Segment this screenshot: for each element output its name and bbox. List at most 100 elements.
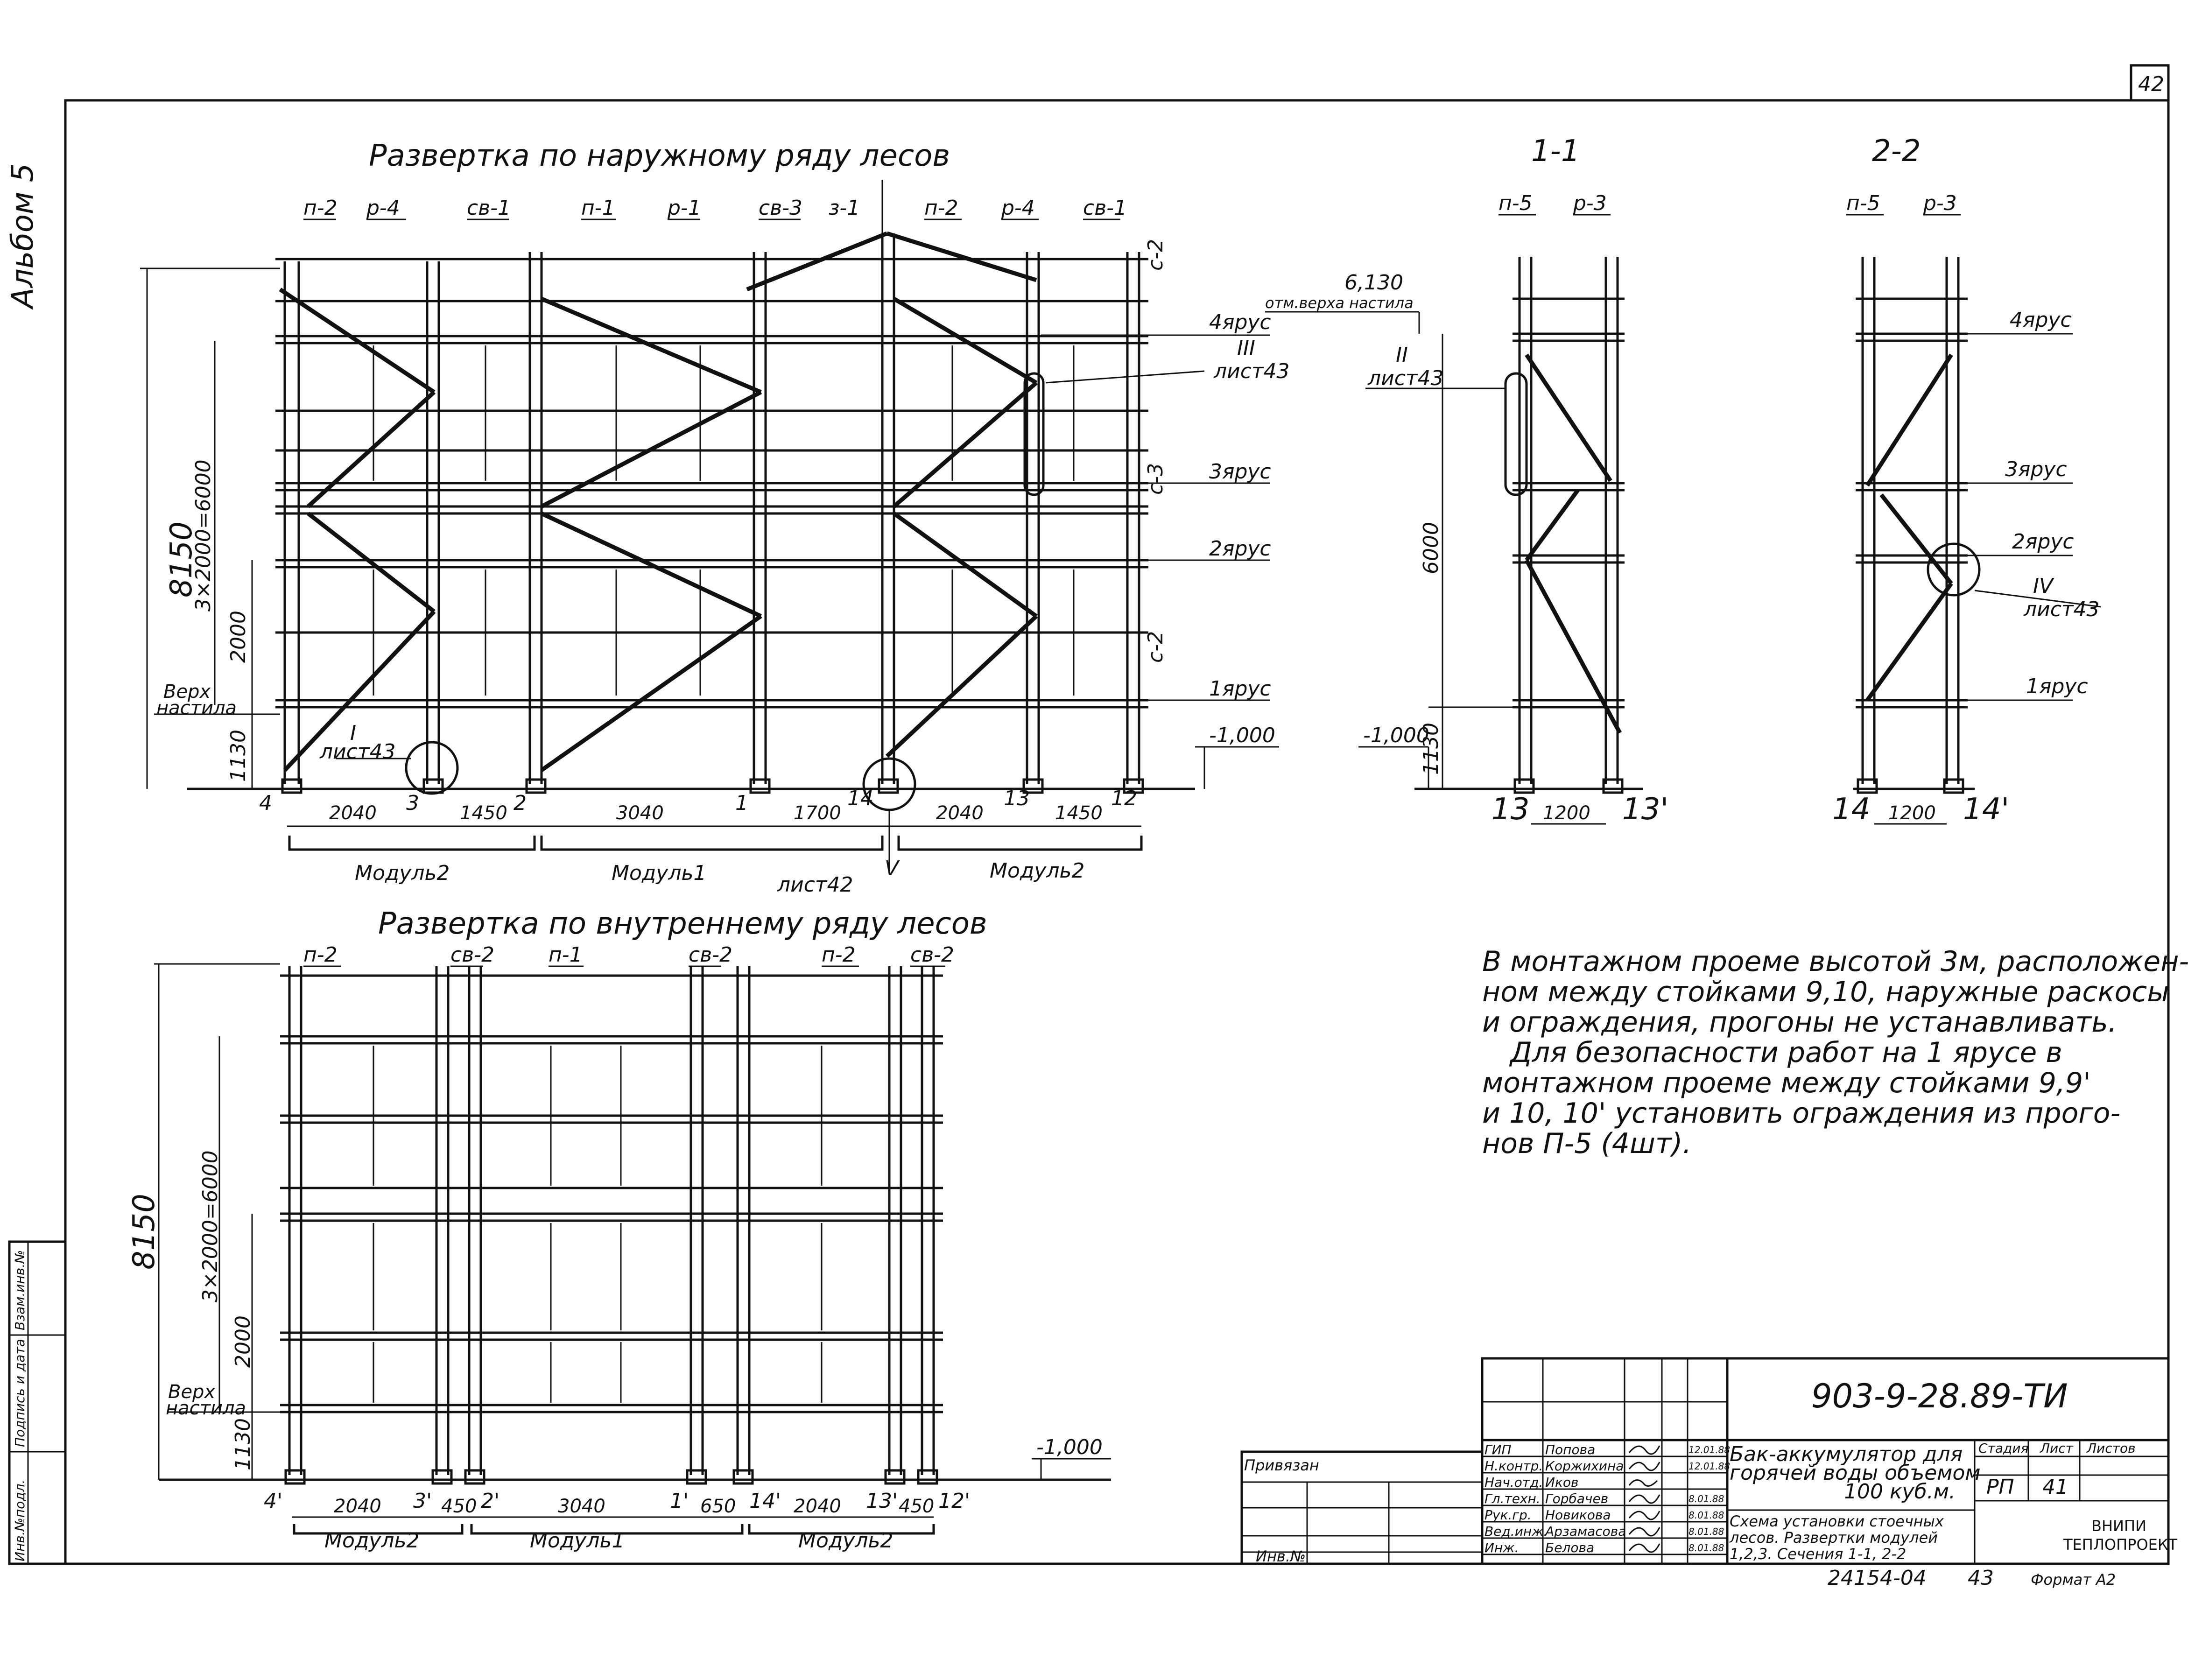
- svg-text:п-2: п-2: [924, 196, 958, 220]
- svg-text:РП: РП: [1986, 1475, 2014, 1499]
- svg-text:14: 14: [847, 787, 873, 810]
- svg-text:3ярус: 3ярус: [2005, 457, 2067, 481]
- svg-text:Инж.: Инж.: [1484, 1540, 1519, 1555]
- svg-text:ТЕПЛОПРОЕКТ: ТЕПЛОПРОЕКТ: [2063, 1536, 2178, 1553]
- sheet-number: 42: [2138, 72, 2164, 96]
- svg-text:1: 1: [735, 791, 748, 815]
- svg-text:Инв.№подл.: Инв.№подл.: [12, 1480, 28, 1561]
- svg-text:1130: 1130: [231, 1418, 255, 1470]
- svg-text:с-2: с-2: [1144, 239, 1168, 271]
- svg-text:450: 450: [899, 1496, 934, 1517]
- svg-text:Вед.инж.: Вед.инж.: [1484, 1524, 1548, 1539]
- svg-text:1450: 1450: [1055, 802, 1103, 824]
- svg-text:-1,000: -1,000: [1363, 724, 1429, 747]
- svg-text:лист43: лист43: [1213, 359, 1290, 383]
- svg-text:Новикова: Новикова: [1545, 1507, 1611, 1523]
- svg-text:8.01.88: 8.01.88: [1688, 1510, 1724, 1521]
- svg-text:Листов: Листов: [2086, 1441, 2136, 1456]
- svg-text:43: 43: [1968, 1566, 1994, 1590]
- svg-text:св-3: св-3: [759, 196, 802, 220]
- svg-text:903-9-28.89-ТИ: 903-9-28.89-ТИ: [1811, 1377, 2068, 1415]
- svg-text:I: I: [350, 721, 356, 745]
- svg-text:12.01.88: 12.01.88: [1688, 1461, 1730, 1472]
- svg-text:1-1: 1-1: [1531, 134, 1580, 169]
- svg-text:2000: 2000: [226, 611, 250, 663]
- svg-text:2040: 2040: [329, 802, 377, 824]
- svg-text:13': 13': [866, 1489, 898, 1513]
- svg-text:Верх: Верх: [168, 1381, 215, 1403]
- svg-text:п-1: п-1: [549, 943, 583, 967]
- svg-text:Н.контр.: Н.контр.: [1484, 1458, 1543, 1474]
- svg-text:2': 2': [481, 1489, 500, 1513]
- svg-text:3ярус: 3ярус: [1209, 460, 1271, 484]
- svg-text:Подпись и дата: Подпись и дата: [12, 1339, 28, 1447]
- svg-text:Модуль2: Модуль2: [355, 861, 450, 885]
- svg-text:Модуль1: Модуль1: [612, 861, 706, 885]
- svg-text:Рук.гр.: Рук.гр.: [1484, 1507, 1532, 1523]
- svg-text:1700: 1700: [794, 802, 841, 824]
- svg-text:п-2: п-2: [822, 943, 856, 967]
- svg-text:1130: 1130: [1419, 723, 1443, 775]
- svg-text:монтажном проеме между стойкам: монтажном проеме между стойками 9,9': [1482, 1067, 2091, 1099]
- title-block: Привязан Инв.№ 903-9-28.89-ТИ ГИП Н.конт…: [1240, 1357, 2178, 1565]
- svg-text:1ярус: 1ярус: [1209, 677, 1271, 701]
- svg-text:с-2: с-2: [1144, 631, 1168, 663]
- sheet-number-box: [2130, 64, 2170, 102]
- album-label: Альбом 5: [6, 163, 40, 310]
- svg-text:ГИП: ГИП: [1484, 1442, 1512, 1457]
- svg-text:24154-04: 24154-04: [1828, 1566, 1927, 1590]
- svg-text:лист43: лист43: [2023, 597, 2100, 621]
- svg-text:1200: 1200: [1888, 802, 1936, 824]
- svg-text:4: 4: [259, 791, 272, 815]
- svg-text:Арзамасова: Арзамасова: [1544, 1524, 1626, 1539]
- svg-text:п-2: п-2: [303, 196, 338, 220]
- svg-text:3: 3: [406, 791, 419, 815]
- svg-text:1450: 1450: [460, 802, 507, 824]
- svg-text:8.01.88: 8.01.88: [1688, 1526, 1724, 1537]
- svg-text:2040: 2040: [794, 1496, 841, 1517]
- svg-text:Привязан: Привязан: [1244, 1456, 1319, 1474]
- svg-text:Модуль2: Модуль2: [324, 1529, 419, 1553]
- svg-text:р-1: р-1: [667, 196, 701, 220]
- sheet-frame: [64, 99, 2170, 1565]
- svg-text:и ограждения, прогоны не устан: и ограждения, прогоны не устанавливать.: [1482, 1006, 2117, 1039]
- svg-text:св-2: св-2: [689, 943, 732, 967]
- svg-text:2-2: 2-2: [1872, 134, 1921, 169]
- svg-text:Инв.№: Инв.№: [1256, 1547, 1306, 1565]
- svg-text:п-5: п-5: [1499, 191, 1533, 215]
- svg-text:р-4: р-4: [366, 196, 400, 220]
- svg-text:III: III: [1237, 336, 1255, 360]
- svg-text:13: 13: [1491, 792, 1529, 827]
- svg-text:р-4: р-4: [1001, 196, 1035, 220]
- svg-text:св-2: св-2: [450, 943, 494, 967]
- svg-text:Коржихина: Коржихина: [1545, 1458, 1624, 1474]
- svg-text:лист42: лист42: [777, 873, 853, 897]
- svg-text:Взам.инв.№: Взам.инв.№: [12, 1250, 28, 1330]
- outer-elevation: Развертка по наружному ряду лесов п-2 р-…: [140, 139, 1290, 897]
- svg-text:Верх: Верх: [163, 681, 211, 703]
- svg-text:2ярус: 2ярус: [2012, 530, 2074, 554]
- svg-text:V: V: [885, 857, 900, 880]
- svg-text:1,2,3. Сечения 1-1, 2-2: 1,2,3. Сечения 1-1, 2-2: [1730, 1545, 1906, 1563]
- svg-text:Белова: Белова: [1545, 1540, 1594, 1555]
- svg-text:св-1: св-1: [467, 196, 511, 220]
- svg-text:св-2: св-2: [910, 943, 954, 967]
- svg-text:ВНИПИ: ВНИПИ: [2091, 1517, 2146, 1535]
- svg-text:з-1: з-1: [829, 196, 860, 220]
- svg-text:41: 41: [2042, 1475, 2068, 1499]
- svg-text:Гл.техн.: Гл.техн.: [1484, 1491, 1541, 1506]
- svg-text:4ярус: 4ярус: [2010, 308, 2072, 332]
- svg-text:14': 14': [1963, 792, 2009, 827]
- svg-text:Формат А2: Формат А2: [2031, 1571, 2116, 1589]
- svg-text:Модуль1: Модуль1: [530, 1529, 625, 1553]
- svg-text:св-1: св-1: [1083, 196, 1127, 220]
- svg-text:12': 12': [938, 1489, 970, 1513]
- inner-elevation: Развертка по внутреннему ряду лесов п-2 …: [127, 907, 1111, 1553]
- svg-text:IV: IV: [2033, 574, 2054, 598]
- svg-text:-1,000: -1,000: [1036, 1435, 1103, 1459]
- left-strip: Инв.№подл. Подпись и дата Взам.инв.№: [8, 1240, 67, 1565]
- svg-text:Нач.отд.: Нач.отд.: [1484, 1475, 1543, 1490]
- svg-text:Стадия: Стадия: [1978, 1441, 2028, 1456]
- svg-text:Лист: Лист: [2040, 1441, 2074, 1456]
- svg-text:650: 650: [700, 1496, 736, 1517]
